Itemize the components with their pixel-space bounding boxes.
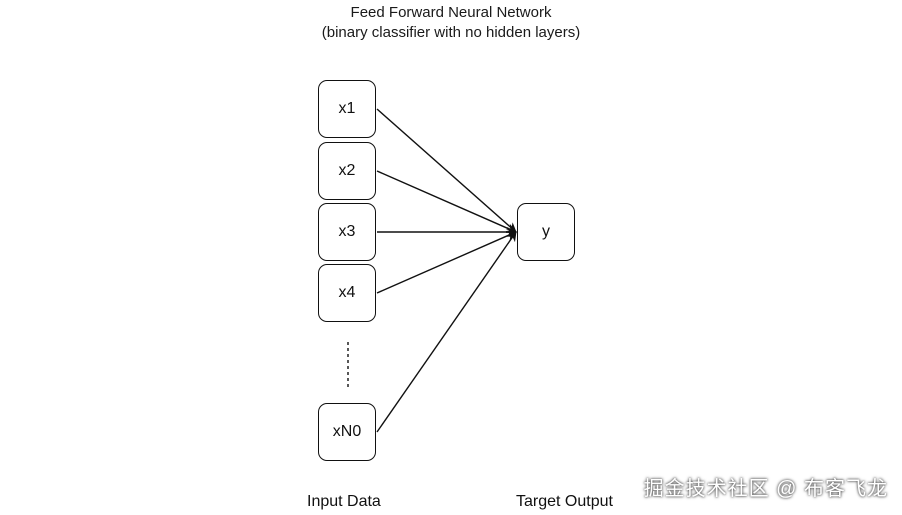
- diagram-title: Feed Forward Neural Network (binary clas…: [0, 3, 902, 43]
- edge-x1-y: [376, 108, 517, 233]
- input-node-label: x2: [338, 162, 356, 179]
- title-line-2: (binary classifier with no hidden layers…: [321, 24, 581, 41]
- watermark: 掘金技术社区 @ 布客飞龙: [643, 478, 888, 500]
- input-node-label: xN0: [332, 423, 362, 440]
- edge-x4-y: [376, 231, 517, 294]
- input-node-x1: x1: [318, 80, 376, 138]
- edge-xN0-y: [376, 231, 517, 433]
- title-line-1: Feed Forward Neural Network: [350, 4, 552, 21]
- input-data-caption: Input Data: [307, 493, 381, 510]
- input-node-x4: x4: [318, 264, 376, 322]
- input-node-label: x3: [338, 223, 356, 240]
- input-node-label: x4: [338, 284, 356, 301]
- input-node-x2: x2: [318, 142, 376, 200]
- input-node-x3: x3: [318, 203, 376, 261]
- target-output-caption: Target Output: [516, 493, 613, 510]
- output-node-y: y: [517, 203, 575, 261]
- input-node-xN0: xN0: [318, 403, 376, 461]
- output-node-label: y: [542, 223, 550, 240]
- input-node-label: x1: [338, 100, 356, 117]
- edge-x2-y: [376, 170, 517, 233]
